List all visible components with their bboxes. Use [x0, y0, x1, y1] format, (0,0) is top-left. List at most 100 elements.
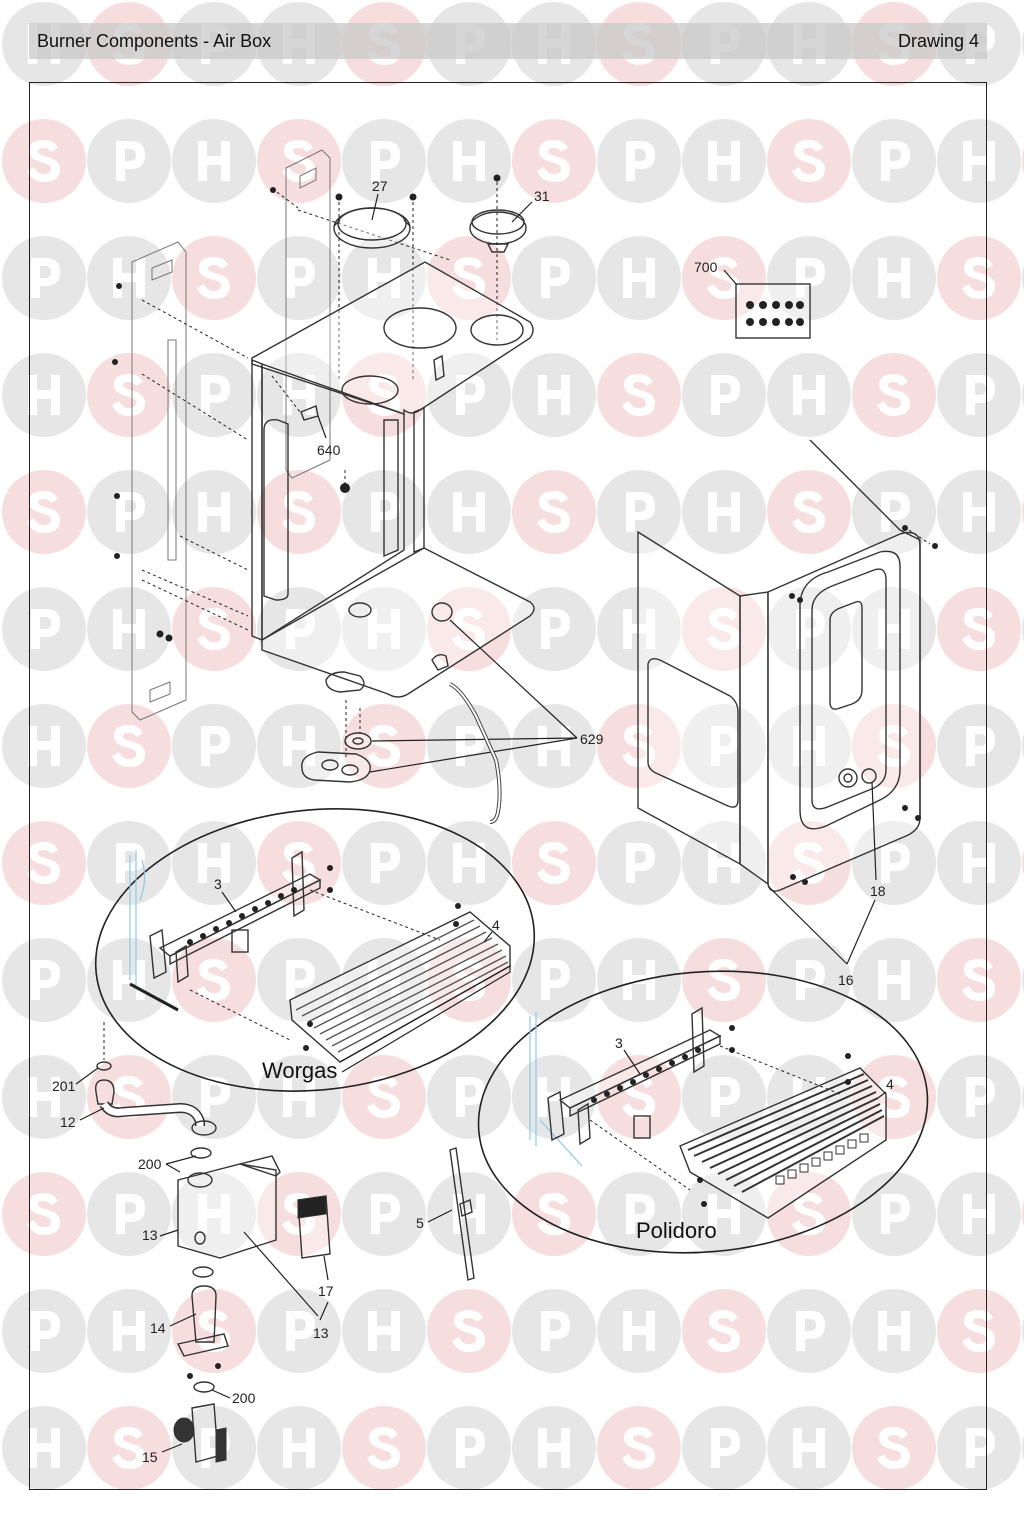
watermark-glyph-h [198, 141, 230, 181]
callout-640: 640 [317, 442, 341, 458]
watermark-glyph-h [878, 960, 910, 1000]
part-200-washer-bottom [193, 1381, 215, 1393]
variant-label-worgas: Worgas [262, 1058, 337, 1083]
watermark-glyph-p [966, 1077, 995, 1117]
watermark-glyph-p [711, 726, 740, 766]
drawing-number: Drawing 4 [897, 31, 979, 51]
watermark-glyph-h [453, 843, 485, 883]
watermark-glyph-s [27, 491, 60, 533]
watermark-glyph-h [793, 726, 825, 766]
callout-18: 18 [870, 883, 886, 899]
callout-5: 5 [416, 1215, 424, 1231]
watermark-glyph-s [792, 1193, 825, 1235]
watermark-glyph-h [198, 492, 230, 532]
watermark-glyph-h [28, 726, 60, 766]
callout-13-left: 13 [142, 1227, 158, 1243]
watermark-glyph-p [626, 843, 655, 883]
watermark-glyph-p [286, 1311, 315, 1351]
watermark-glyph-s [27, 140, 60, 182]
watermark-glyph-s [197, 257, 230, 299]
watermark-glyph-p [881, 492, 910, 532]
watermark-glyph-h [963, 843, 995, 883]
watermark-glyph-h [708, 492, 740, 532]
polidoro-burner-variant: 3 4 Polidoro [477, 970, 929, 1254]
callout-13-bottom: 13 [313, 1325, 329, 1341]
screw-icon [114, 493, 120, 499]
watermark-glyph-h [963, 492, 995, 532]
watermark-glyph-h [623, 960, 655, 1000]
callout-200-bottom: 200 [232, 1390, 256, 1406]
watermark-glyph-h [198, 843, 230, 883]
watermark-glyph-s [877, 1076, 910, 1118]
watermark-glyph-p [31, 960, 60, 1000]
rear-bracket-right [270, 149, 451, 479]
part-13-gas-valve: 200 13 [138, 1147, 319, 1317]
watermark-glyph-p [456, 726, 485, 766]
screw-icon [270, 187, 276, 193]
watermark-glyph-s [367, 725, 400, 767]
watermark-glyph-s [622, 374, 655, 416]
watermark-glyph-h [283, 1428, 315, 1468]
watermark-glyph-p [371, 1194, 400, 1234]
watermark-glyph-h [113, 609, 145, 649]
callout-31: 31 [534, 188, 550, 204]
callout-27: 27 [372, 178, 388, 194]
part-700-screw-pack: 700 [694, 259, 811, 339]
watermark-glyph-p [286, 258, 315, 298]
watermark-glyph-p [201, 726, 230, 766]
watermark-glyph-s [367, 1427, 400, 1469]
watermark-glyph-h [708, 1194, 740, 1234]
part-17-valve-coil: 17 13 [297, 1195, 334, 1341]
burner-bars [295, 919, 509, 1053]
watermark-glyph-h [283, 1077, 315, 1117]
watermark-glyph-h [198, 1194, 230, 1234]
watermark-glyph-p [201, 1077, 230, 1117]
watermark-glyph-p [456, 375, 485, 415]
watermark-glyph-p [31, 1311, 60, 1351]
watermark-glyph-p [201, 375, 230, 415]
watermark-glyph-s [452, 608, 485, 650]
screw-icon [932, 543, 938, 549]
watermark-glyph-p [966, 726, 995, 766]
watermark-glyph-s [537, 1193, 570, 1235]
watermark-glyph-h [878, 1311, 910, 1351]
watermark-glyph-p [966, 375, 995, 415]
watermark-glyph-s [367, 1076, 400, 1118]
watermark-glyph-p [541, 609, 570, 649]
part-31-cap: 31 [469, 174, 550, 340]
watermark-glyph-p [881, 1194, 910, 1234]
screw-icon [114, 553, 120, 559]
watermark-glyph-h [368, 609, 400, 649]
watermark-glyph-p [371, 843, 400, 883]
screw-icon [156, 630, 164, 638]
callout-4-worgas: 4 [492, 917, 500, 933]
callout-4-polidoro: 4 [886, 1076, 894, 1092]
watermark-glyph-p [796, 609, 825, 649]
part-14-inlet-pipe: 14 [150, 1285, 229, 1379]
watermark-glyph-p [711, 1428, 740, 1468]
watermark-glyph-h [623, 1311, 655, 1351]
watermark-glyph-p [966, 1428, 995, 1468]
watermark-glyph-p [286, 960, 315, 1000]
watermark-glyph-p [31, 258, 60, 298]
screw-icon [215, 1363, 221, 1369]
callout-629: 629 [580, 731, 604, 747]
screw-icon [116, 283, 122, 289]
watermark-glyph-s [282, 842, 315, 884]
part-15-gas-cock: 200 15 [142, 1381, 256, 1465]
watermark-glyph-s [112, 374, 145, 416]
air-box-chassis: 640 [251, 261, 535, 698]
injector-row [187, 887, 297, 945]
watermark-glyph-p [116, 1194, 145, 1234]
watermark-glyph-s [197, 608, 230, 650]
watermark-glyph-h [708, 843, 740, 883]
watermark-glyph-p [626, 141, 655, 181]
watermark-glyph-s [707, 257, 740, 299]
watermark-glyph-h [538, 726, 570, 766]
watermark-glyph-s [537, 140, 570, 182]
burner-port-windows [775, 1133, 869, 1185]
watermark-glyph-p [711, 1077, 740, 1117]
watermark-glyph-h [113, 960, 145, 1000]
callout-12: 12 [60, 1114, 76, 1130]
watermark-glyph-p [456, 1077, 485, 1117]
